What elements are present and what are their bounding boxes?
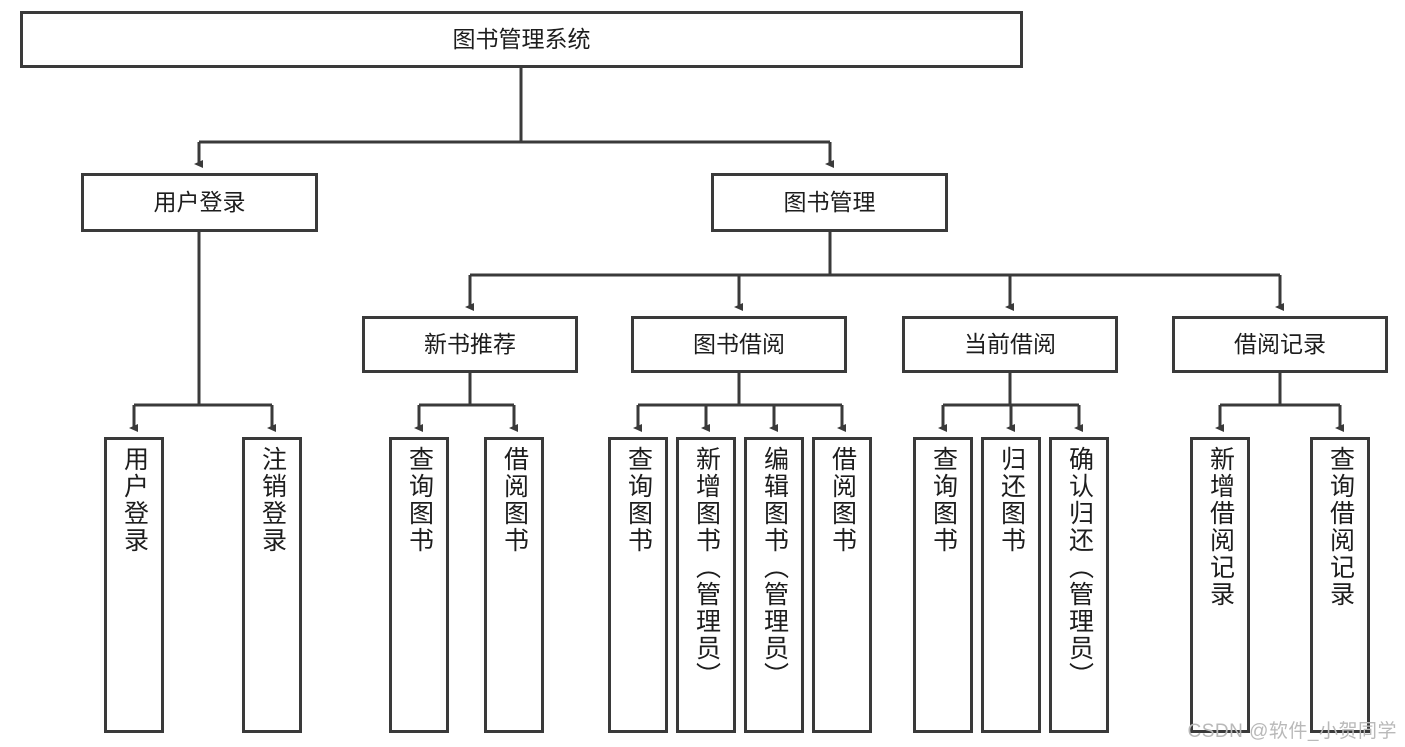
node-leaf-add-book[interactable]: 新增图书（管理员） <box>676 437 736 733</box>
node-leaf-borrow-book-2[interactable]: 借阅图书 <box>812 437 872 733</box>
node-current-borrow[interactable]: 当前借阅 <box>902 316 1118 373</box>
node-leaf-edit-book-label: 编辑图书（管理员） <box>760 446 789 689</box>
node-leaf-borrow-book-1[interactable]: 借阅图书 <box>484 437 544 733</box>
node-root-label: 图书管理系统 <box>452 25 591 52</box>
node-leaf-user-login-label: 用户登录 <box>120 446 149 554</box>
node-leaf-return-book-label: 归还图书 <box>997 446 1026 554</box>
node-leaf-query-record[interactable]: 查询借阅记录 <box>1310 437 1370 733</box>
node-leaf-add-record-label: 新增借阅记录 <box>1206 446 1235 608</box>
node-leaf-edit-book[interactable]: 编辑图书（管理员） <box>744 437 804 733</box>
node-user-login-label: 用户登录 <box>153 188 246 215</box>
node-book-manage-label: 图书管理 <box>783 188 876 215</box>
node-current-borrow-label: 当前借阅 <box>964 330 1056 357</box>
node-leaf-user-login[interactable]: 用户登录 <box>104 437 164 733</box>
node-leaf-return-book[interactable]: 归还图书 <box>981 437 1041 733</box>
node-leaf-query-book-1[interactable]: 查询图书 <box>389 437 449 733</box>
node-user-login[interactable]: 用户登录 <box>81 173 318 232</box>
node-book-manage[interactable]: 图书管理 <box>711 173 948 232</box>
node-book-borrow-label: 图书借阅 <box>693 330 785 357</box>
node-leaf-query-book-3-label: 查询图书 <box>929 446 958 554</box>
node-leaf-query-book-2-label: 查询图书 <box>624 446 653 554</box>
node-borrow-record[interactable]: 借阅记录 <box>1172 316 1388 373</box>
node-leaf-confirm-return-label: 确认归还（管理员） <box>1065 446 1094 689</box>
node-leaf-query-book-2[interactable]: 查询图书 <box>608 437 668 733</box>
node-book-borrow[interactable]: 图书借阅 <box>631 316 847 373</box>
node-leaf-confirm-return[interactable]: 确认归还（管理员） <box>1049 437 1109 733</box>
node-new-book-recommend-label: 新书推荐 <box>424 330 516 357</box>
node-leaf-query-record-label: 查询借阅记录 <box>1326 446 1355 608</box>
csdn-watermark: CSDN @软件_小贺同学 <box>1187 721 1397 742</box>
node-root[interactable]: 图书管理系统 <box>20 11 1023 68</box>
node-leaf-add-book-label: 新增图书（管理员） <box>692 446 721 689</box>
node-leaf-query-book-3[interactable]: 查询图书 <box>913 437 973 733</box>
node-leaf-borrow-book-2-label: 借阅图书 <box>828 446 857 554</box>
node-new-book-recommend[interactable]: 新书推荐 <box>362 316 578 373</box>
node-leaf-query-book-1-label: 查询图书 <box>405 446 434 554</box>
node-leaf-logout[interactable]: 注销登录 <box>242 437 302 733</box>
node-leaf-logout-label: 注销登录 <box>258 446 287 554</box>
node-leaf-add-record[interactable]: 新增借阅记录 <box>1190 437 1250 733</box>
node-leaf-borrow-book-1-label: 借阅图书 <box>500 446 529 554</box>
node-borrow-record-label: 借阅记录 <box>1234 330 1326 357</box>
